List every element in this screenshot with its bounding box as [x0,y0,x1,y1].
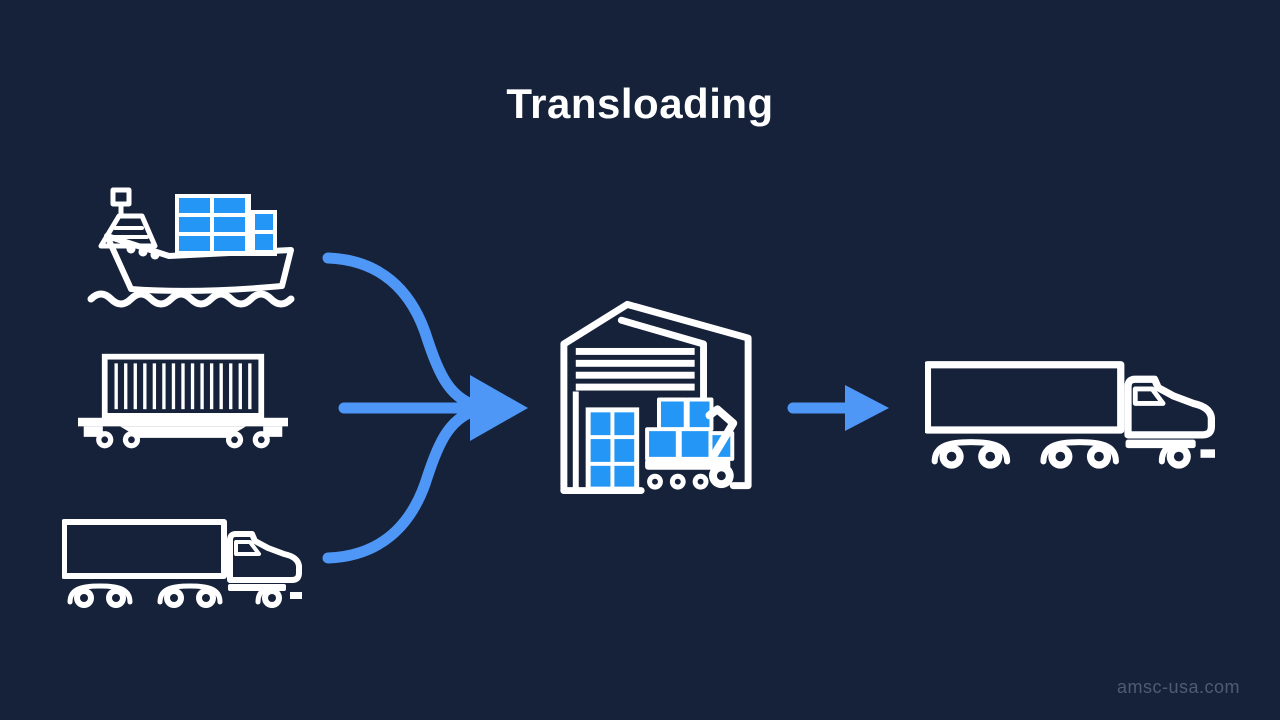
semi-truck-icon [62,519,302,608]
warehouse-icon [552,293,760,499]
merge-arrows-icon [322,252,528,564]
right-arrow-icon [787,385,889,431]
semi-truck-outbound-icon [925,355,1215,476]
page-title: Transloading [506,80,774,127]
semi-truck-inbound-icon [62,514,302,614]
rail-container-car-icon [78,353,288,449]
rail-container-car-icon [78,352,288,453]
warehouse-icon [560,300,752,495]
site-watermark: amsc-usa.com [1116,677,1240,697]
right-arrow-icon [787,380,893,436]
semi-truck-icon [925,361,1215,469]
merge-arrows-icon [322,248,535,568]
cargo-ship-icon [87,187,295,308]
cargo-ship-icon [85,186,295,311]
